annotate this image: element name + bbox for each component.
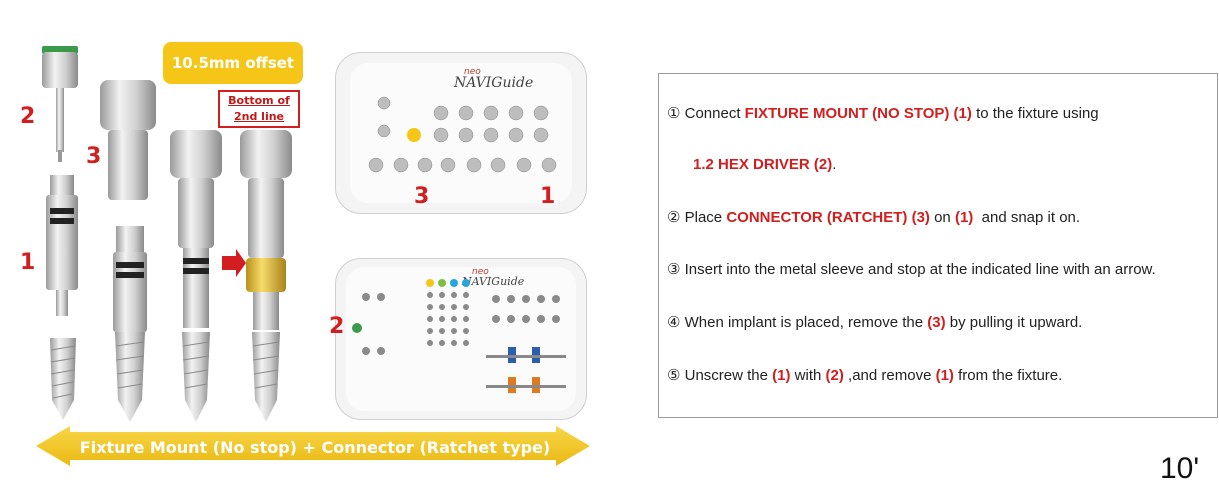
- kit-brand-name-2: NAVIGuide: [462, 275, 525, 288]
- assembly-step-a: [113, 226, 147, 422]
- step-3-number: ③: [667, 261, 681, 278]
- step-5: ⑤ Unscrew the (1) with (2) ,and remove (…: [667, 366, 1062, 384]
- step-5-text-b: with: [790, 367, 826, 384]
- tool-drawings: [36, 46, 590, 466]
- instructions-panel: ① Connect FIXTURE MOUNT (NO STOP) (1) to…: [658, 73, 1218, 418]
- step-1-hex-driver: 1.2 HEX DRIVER (2): [693, 156, 833, 173]
- step-2-text-c: and snap it on.: [973, 209, 1081, 226]
- step-2: ② Place CONNECTOR (RATCHET) (3) on (1) a…: [667, 208, 1080, 226]
- step-5-highlight-b: (2): [825, 367, 844, 384]
- step-1: ① Connect FIXTURE MOUNT (NO STOP) (1) to…: [667, 104, 1099, 122]
- banner-arrow: [36, 426, 590, 466]
- step-4: ④ When implant is placed, remove the (3)…: [667, 313, 1082, 331]
- step-3-text: Insert into the metal sleeve and stop at…: [680, 261, 1156, 278]
- assembly-step-c: [240, 130, 292, 422]
- step-1-number: ①: [667, 105, 681, 122]
- callout-3: 3: [86, 144, 102, 169]
- hex-driver-drawing: [42, 46, 78, 162]
- time-label: 10': [1160, 452, 1200, 485]
- banner-title: Fixture Mount (No stop) + Connector (Rat…: [79, 437, 551, 457]
- bottom-line-note: Bottom of 2nd line: [218, 90, 300, 128]
- step-5-highlight-c: (1): [935, 367, 954, 384]
- step-4-number: ④: [667, 314, 681, 331]
- step-1-continued: 1.2 HEX DRIVER (2).: [693, 156, 836, 173]
- kit-callout-3: 3: [414, 184, 430, 209]
- bottom-note-line1: Bottom of: [228, 94, 290, 107]
- bottom-note-line2: 2nd line: [233, 110, 285, 123]
- kit-case-bottom: neo NAVIGuide: [335, 258, 587, 420]
- red-arrow-icon: [222, 249, 246, 277]
- step-1-text-a: Connect: [680, 105, 745, 122]
- kit-callout-2: 2: [329, 314, 345, 339]
- step-2-number: ②: [667, 209, 681, 226]
- step-5-number: ⑤: [667, 367, 681, 384]
- step-2-highlight-a: CONNECTOR (RATCHET) (3): [726, 209, 930, 226]
- step-1-text-b: to the fixture using: [971, 105, 1099, 122]
- offset-badge: 10.5mm offset: [163, 42, 303, 84]
- step-1-period: .: [832, 156, 837, 173]
- kit-brand-prefix: neo: [464, 67, 481, 77]
- step-4-text-a: When implant is placed, remove the: [680, 314, 928, 331]
- kit-brand-name: NAVIGuide: [454, 75, 534, 91]
- callout-2: 2: [20, 104, 36, 129]
- step-5-highlight-a: (1): [772, 367, 791, 384]
- step-2-highlight-b: (1): [954, 209, 974, 226]
- step-5-text-a: Unscrew the: [680, 367, 773, 384]
- step-5-text-d: from the fixture.: [953, 367, 1063, 384]
- callout-1: 1: [20, 250, 36, 275]
- step-2-text-a: Place: [680, 209, 727, 226]
- step-1-highlight: FIXTURE MOUNT (NO STOP) (1): [744, 105, 972, 122]
- step-2-text-b: on: [929, 209, 955, 226]
- procedure-illustration: 10.5mm offset Bottom of 2nd line 2 3 1 n…: [20, 42, 590, 466]
- step-5-text-c: ,and remove: [843, 367, 936, 384]
- step-3: ③ Insert into the metal sleeve and stop …: [667, 260, 1156, 278]
- kit-brand-prefix-2: neo: [472, 267, 489, 277]
- fixture-mount-drawing: [46, 175, 78, 420]
- step-4-text-b: by pulling it upward.: [945, 314, 1083, 331]
- assembly-step-b: [170, 130, 222, 422]
- kit-callout-1: 1: [540, 184, 556, 209]
- kit-case-top: neo NAVIGuide: [335, 52, 587, 214]
- step-4-highlight: (3): [927, 314, 946, 331]
- connector-drawing: [100, 80, 156, 200]
